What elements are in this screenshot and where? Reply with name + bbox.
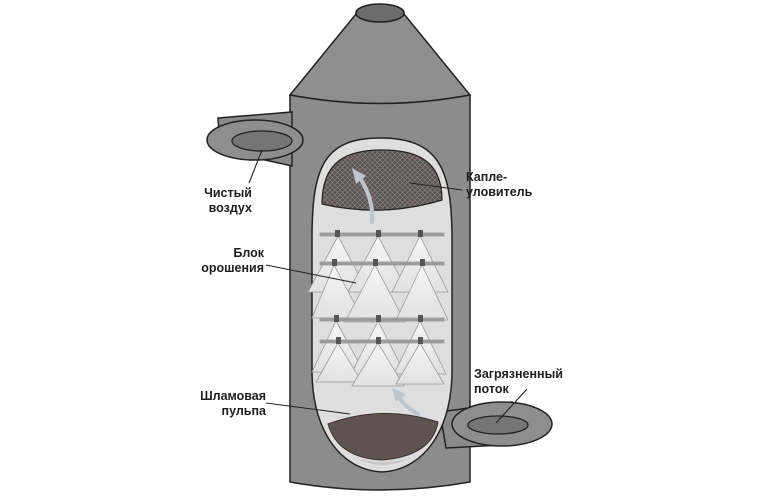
label-sludge-pulp-line1: Шламовая bbox=[200, 389, 266, 403]
top-cone bbox=[288, 9, 472, 105]
droplet-catcher-mesh bbox=[321, 149, 443, 211]
spray-nozzles bbox=[332, 230, 425, 344]
label-droplet-catcher-line1: Капле- bbox=[466, 170, 508, 184]
label-polluted-flow-line1: Загрязненный bbox=[474, 367, 563, 381]
label-polluted-flow-line2: поток bbox=[474, 382, 509, 396]
label-spray-block: Блок орошения bbox=[186, 246, 264, 276]
arrow-head-lower bbox=[392, 388, 406, 402]
label-spray-block-line2: орошения bbox=[201, 261, 264, 275]
label-droplet-catcher: Капле- уловитель bbox=[466, 170, 576, 200]
cone-top-opening bbox=[355, 3, 405, 23]
arrow-head-upper bbox=[352, 168, 366, 184]
label-spray-block-line1: Блок bbox=[233, 246, 264, 260]
label-clean-air: Чистый воздух bbox=[186, 186, 252, 216]
label-sludge-pulp-line2: пульпа bbox=[221, 404, 266, 418]
spray-block-lower bbox=[311, 317, 447, 387]
sludge-pulp-highlight bbox=[356, 458, 410, 465]
leader-lines bbox=[248, 149, 528, 424]
label-polluted-flow: Загрязненный поток bbox=[474, 367, 594, 397]
polluted-inlet-pipe-opening bbox=[467, 415, 529, 435]
label-droplet-catcher-line2: уловитель bbox=[466, 185, 533, 199]
label-sludge-pulp: Шламовая пульпа bbox=[176, 389, 266, 419]
clean-air-pipe-opening bbox=[231, 130, 293, 152]
label-clean-air-line2: воздух bbox=[208, 201, 252, 215]
sludge-pulp bbox=[327, 412, 439, 461]
label-clean-air-line1: Чистый bbox=[204, 186, 252, 200]
